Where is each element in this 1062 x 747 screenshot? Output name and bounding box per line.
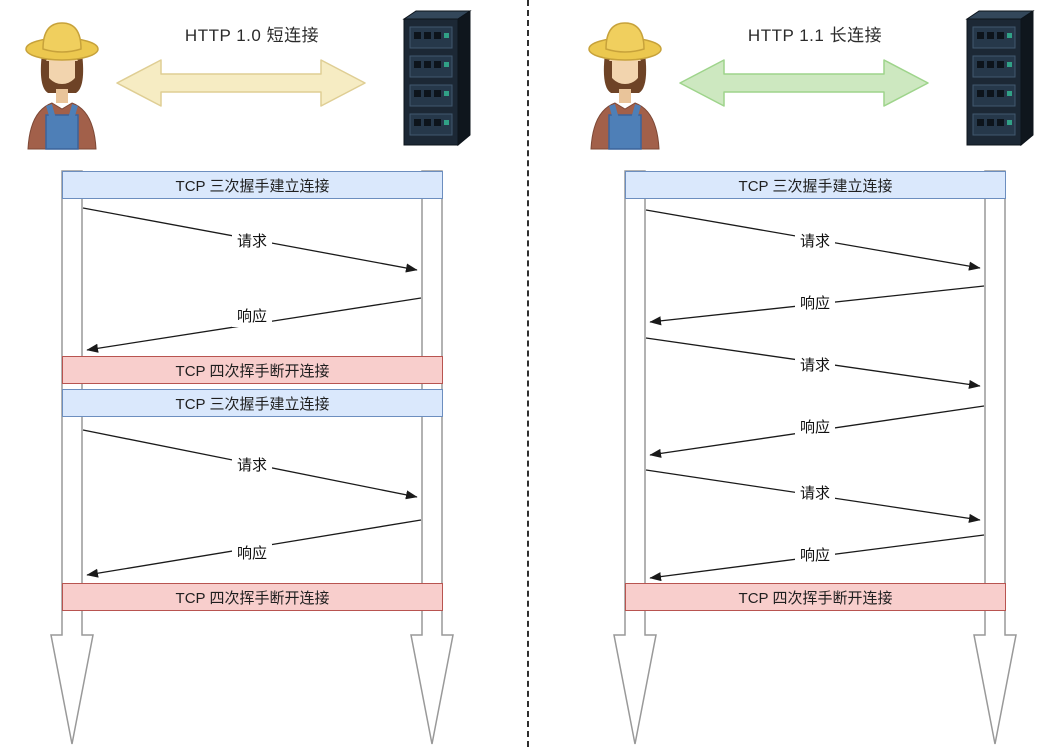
bidirectional-arrow-icon <box>679 59 929 107</box>
client-user-icon <box>25 22 99 150</box>
client-lifeline <box>50 170 94 745</box>
tcp-disconnect-banner: TCP 四次挥手断开连接 <box>62 583 443 611</box>
tcp-connect-banner: TCP 三次握手建立连接 <box>62 171 443 199</box>
response-label: 响应 <box>794 546 836 566</box>
panel-divider <box>527 0 529 747</box>
client-lifeline <box>613 170 657 745</box>
tcp-connect-banner: TCP 三次握手建立连接 <box>62 389 443 417</box>
tcp-connect-banner: TCP 三次握手建立连接 <box>625 171 1006 199</box>
http11-panel: HTTP 1.1 长连接 TCP 三次握手建立连接 请求 响应 请求 <box>563 0 1062 747</box>
request-label: 请求 <box>794 232 836 252</box>
response-label: 响应 <box>231 544 273 564</box>
request-label: 请求 <box>794 356 836 376</box>
response-label: 响应 <box>231 307 273 327</box>
bidirectional-arrow-icon <box>116 59 366 107</box>
server-lifeline <box>973 170 1017 745</box>
client-user-icon <box>588 22 662 150</box>
server-lifeline <box>410 170 454 745</box>
http10-panel: HTTP 1.0 短连接 TCP 三次握手建立连接 请求 响应 TCP 四次挥手… <box>0 0 510 747</box>
response-label: 响应 <box>794 294 836 314</box>
panel-title-http10: HTTP 1.0 短连接 <box>184 26 320 45</box>
request-label: 请求 <box>231 456 273 476</box>
panel-title-http11: HTTP 1.1 长连接 <box>747 26 883 45</box>
response-label: 响应 <box>794 418 836 438</box>
request-label: 请求 <box>794 484 836 504</box>
server-icon <box>402 10 472 147</box>
tcp-disconnect-banner: TCP 四次挥手断开连接 <box>625 583 1006 611</box>
request-label: 请求 <box>231 232 273 252</box>
tcp-disconnect-banner: TCP 四次挥手断开连接 <box>62 356 443 384</box>
server-icon <box>965 10 1035 147</box>
